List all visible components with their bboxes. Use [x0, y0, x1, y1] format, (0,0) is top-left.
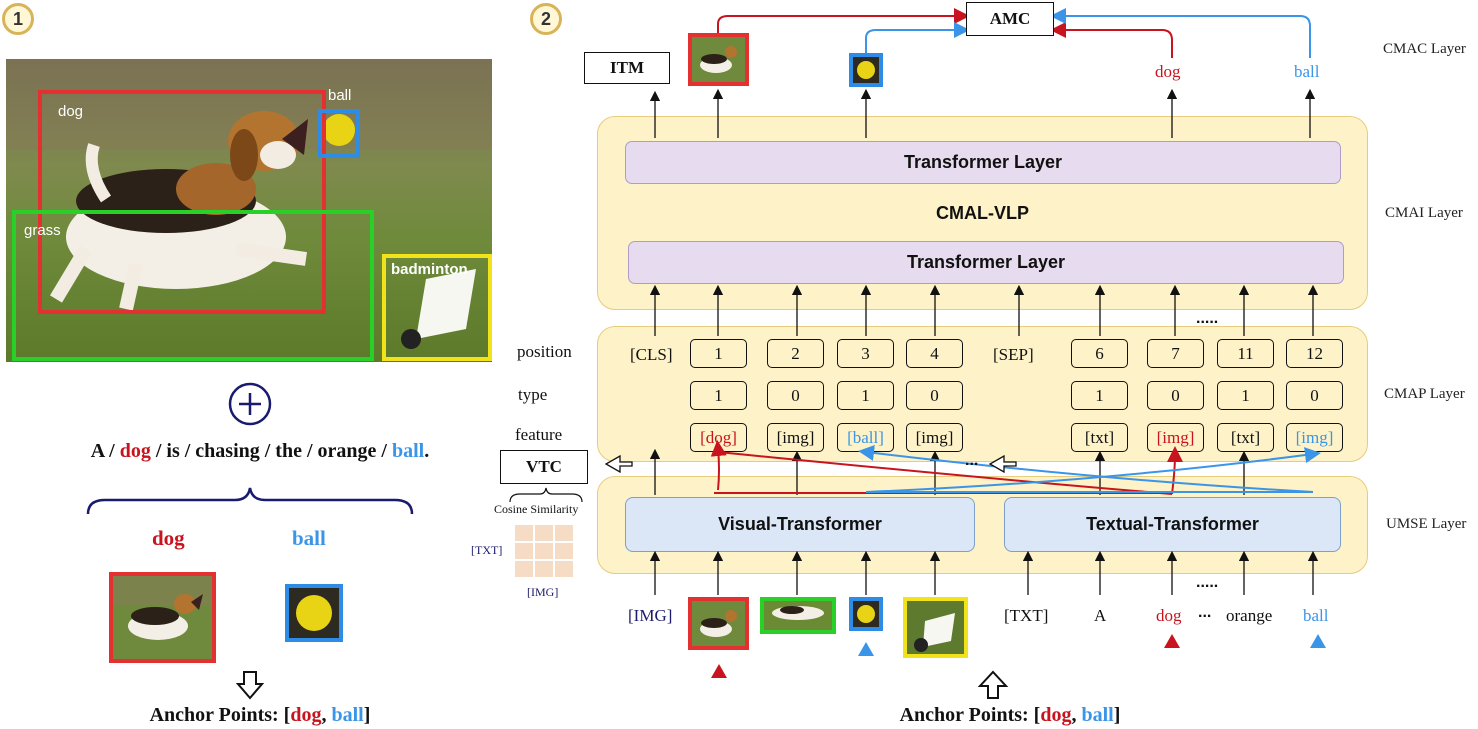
cmac-ball-image	[849, 53, 883, 87]
position-token: 3	[837, 339, 894, 368]
sentence-part: / is / chasing / the / orange /	[150, 440, 392, 462]
anchor-points-prefix: Anchor Points: [	[149, 704, 291, 726]
ellipsis-mid: ...	[965, 452, 979, 469]
anchor-points-right: Anchor Points: [dog, ball]	[800, 704, 1220, 727]
region-label-badminton: badminton	[391, 261, 468, 278]
feature-token-img-red: [img]	[1147, 423, 1204, 452]
type-token: 1	[1071, 381, 1128, 410]
vtc-box: VTC	[500, 450, 588, 484]
row-label-position: position	[517, 342, 572, 361]
ellipsis-bottom: .....	[1196, 574, 1219, 591]
position-token: 2	[767, 339, 824, 368]
type-token: 0	[1286, 381, 1343, 410]
anchor-points-ball: ball	[1081, 704, 1114, 726]
amc-box: AMC	[966, 2, 1054, 36]
down-arrow-icon	[235, 670, 265, 705]
region-label-ball: ball	[328, 87, 352, 104]
input-word-orange: orange	[1226, 606, 1273, 625]
anchor-word-ball: ball	[292, 526, 326, 550]
feature-token: [img]	[906, 423, 963, 452]
plus-icon	[227, 381, 273, 432]
model-name: CMAL-VLP	[936, 203, 1029, 223]
sentence-part: A /	[90, 440, 120, 462]
anchor-points-dog: dog	[1040, 704, 1072, 726]
sentence-word-ball: ball	[391, 440, 425, 462]
input-word-dog: dog	[1156, 606, 1182, 625]
itm-box: ITM	[584, 52, 670, 84]
type-token: 0	[906, 381, 963, 410]
cmac-word-dog: dog	[1155, 62, 1181, 81]
anchor-points-prefix: Anchor Points: [	[899, 704, 1041, 726]
region-label-grass: grass	[24, 222, 61, 239]
region-label-dog: dog	[58, 103, 84, 120]
type-token: 1	[837, 381, 894, 410]
step-badge-2: 2	[530, 3, 562, 35]
anchor-points-dog: dog	[290, 704, 322, 726]
input-word-ball: ball	[1303, 606, 1329, 625]
ball-crop-image	[285, 584, 343, 642]
similarity-matrix	[515, 525, 575, 584]
textual-transformer: Textual-Transformer	[1004, 497, 1341, 552]
cls-token: [CLS]	[630, 345, 673, 364]
anchor-points-suffix: ]	[363, 704, 371, 726]
matrix-img-label: [IMG]	[527, 585, 559, 599]
sep-token: [SEP]	[993, 345, 1034, 364]
cmac-dog-image	[688, 33, 749, 86]
transformer-layer-top: Transformer Layer	[625, 141, 1341, 184]
matrix-txt-label: [TXT]	[471, 543, 503, 557]
dog-crop-image	[109, 572, 216, 663]
anchor-points-sep: ,	[321, 704, 332, 726]
position-token: 11	[1217, 339, 1274, 368]
input-badminton-image	[903, 597, 968, 658]
cosine-label: Cosine Similarity	[494, 502, 579, 516]
layer-name-cmac: CMAC Layer	[1383, 41, 1466, 57]
cmac-word-ball: ball	[1294, 62, 1320, 81]
type-token: 0	[767, 381, 824, 410]
anchor-points-suffix: ]	[1113, 704, 1121, 726]
anchor-points-left: Anchor Points: [dog, ball]	[0, 704, 520, 727]
position-token: 6	[1071, 339, 1128, 368]
input-ellipsis: ...	[1198, 604, 1212, 621]
layer-name-cmap: CMAP Layer	[1384, 386, 1465, 402]
visual-transformer: Visual-Transformer	[625, 497, 975, 552]
anchor-points-sep: ,	[1071, 704, 1082, 726]
brace-icon	[85, 486, 415, 521]
row-label-feature: feature	[515, 425, 563, 444]
anchor-points-ball: ball	[331, 704, 364, 726]
caption-sentence: A / dog / is / chasing / the / orange / …	[0, 440, 520, 463]
type-token: 1	[1217, 381, 1274, 410]
layer-name-cmai: CMAI Layer	[1385, 205, 1463, 221]
position-token: 7	[1147, 339, 1204, 368]
type-token: 0	[1147, 381, 1204, 410]
feature-token: [txt]	[1217, 423, 1274, 452]
input-ball-image	[849, 597, 883, 631]
input-txt-token: [TXT]	[1004, 606, 1049, 625]
input-grass-image	[760, 597, 836, 634]
input-dog-image	[688, 597, 749, 650]
anchor-word-dog: dog	[152, 526, 185, 550]
position-token: 12	[1286, 339, 1343, 368]
step-badge-1: 1	[2, 3, 34, 35]
sentence-part: .	[424, 440, 430, 462]
input-word-a: A	[1094, 606, 1107, 625]
input-img-token: [IMG]	[628, 606, 673, 625]
dog-photo: dog ball grass badminton	[6, 59, 492, 362]
transformer-layer-bottom: Transformer Layer	[628, 241, 1344, 284]
layer-name-umse: UMSE Layer	[1386, 516, 1467, 532]
position-token: 1	[690, 339, 747, 368]
ellipsis-top: .....	[1196, 310, 1219, 327]
position-token: 4	[906, 339, 963, 368]
sentence-word-dog: dog	[119, 440, 151, 462]
type-token: 1	[690, 381, 747, 410]
row-label-type: type	[518, 385, 548, 404]
